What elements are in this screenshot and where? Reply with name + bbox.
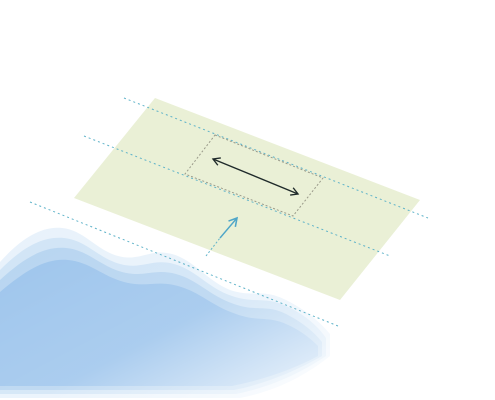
land-plot [74,98,420,300]
guide-line-3 [29,201,339,327]
flow-arrow [205,216,239,257]
flow-arrow-shaft [219,216,239,239]
dotted-guide-lines [29,97,429,327]
double-headed-arrow [211,157,300,196]
wavy-water-edge [0,220,340,400]
